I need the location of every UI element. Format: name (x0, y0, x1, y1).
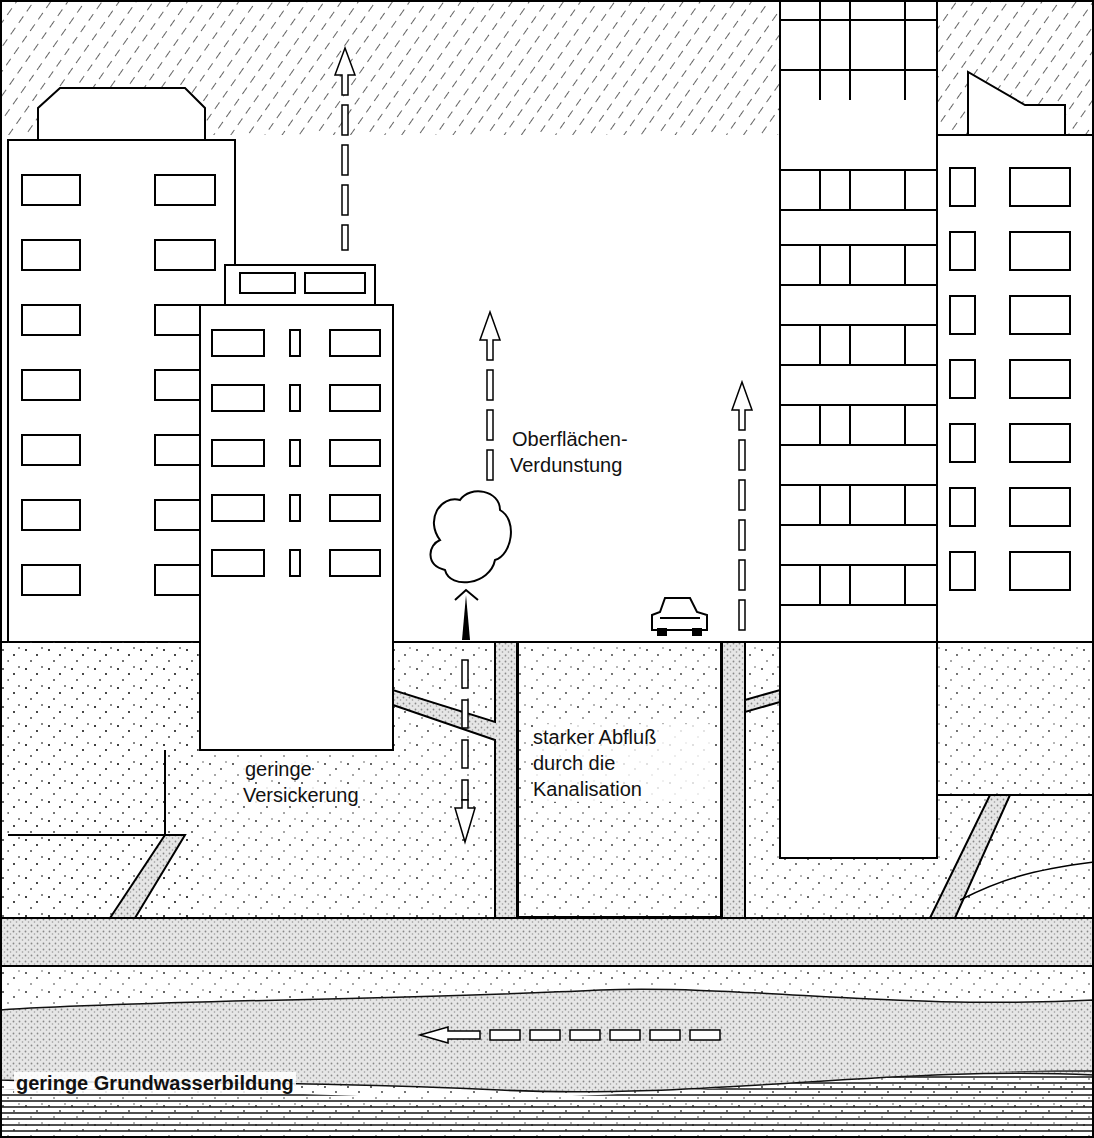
label-box: geringe Versickerung (243, 756, 408, 808)
label-box: Oberflächen- Verdunstung (510, 426, 700, 478)
annotation-label: geringe Versickerung (243, 758, 361, 806)
annotation-label: Oberflächen- Verdunstung (510, 428, 628, 476)
label-box: geringe Grundwasserbildung (14, 1070, 434, 1096)
annotation-label: geringe Grundwasserbildung (14, 1072, 296, 1094)
node-text: starker Abfluß durch die Kanalisation (533, 724, 710, 802)
drain-block: starker Abfluß durch die Kanalisation (517, 642, 722, 918)
